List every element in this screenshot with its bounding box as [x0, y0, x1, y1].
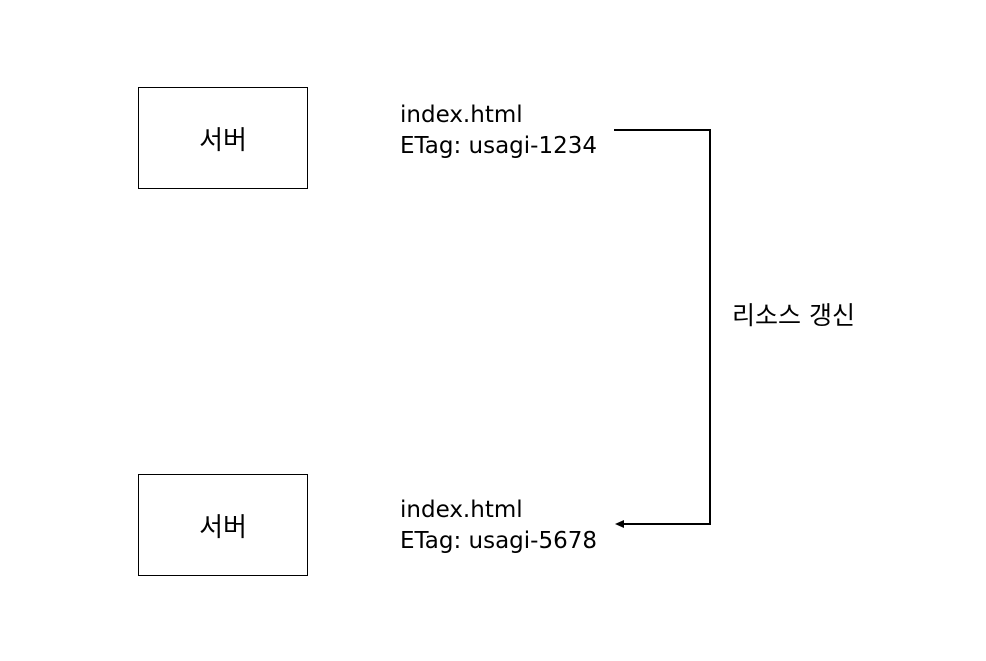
resource-filename: index.html	[400, 497, 523, 523]
server-label: 서버	[199, 125, 247, 156]
resource-etag: ETag: usagi-5678	[400, 528, 598, 554]
update-arrow-head	[615, 520, 624, 528]
resource-info-after: index.html ETag: usagi-5678	[400, 495, 597, 557]
update-arrow-line	[614, 129, 711, 525]
server-label: 서버	[199, 512, 247, 543]
resource-info-before: index.html ETag: usagi-1234	[400, 100, 597, 162]
resource-update-label: 리소스 갱신	[732, 301, 855, 330]
server-box-before: 서버	[138, 87, 308, 189]
server-box-after: 서버	[138, 474, 308, 576]
resource-filename: index.html	[400, 102, 523, 128]
resource-etag: ETag: usagi-1234	[400, 133, 598, 159]
